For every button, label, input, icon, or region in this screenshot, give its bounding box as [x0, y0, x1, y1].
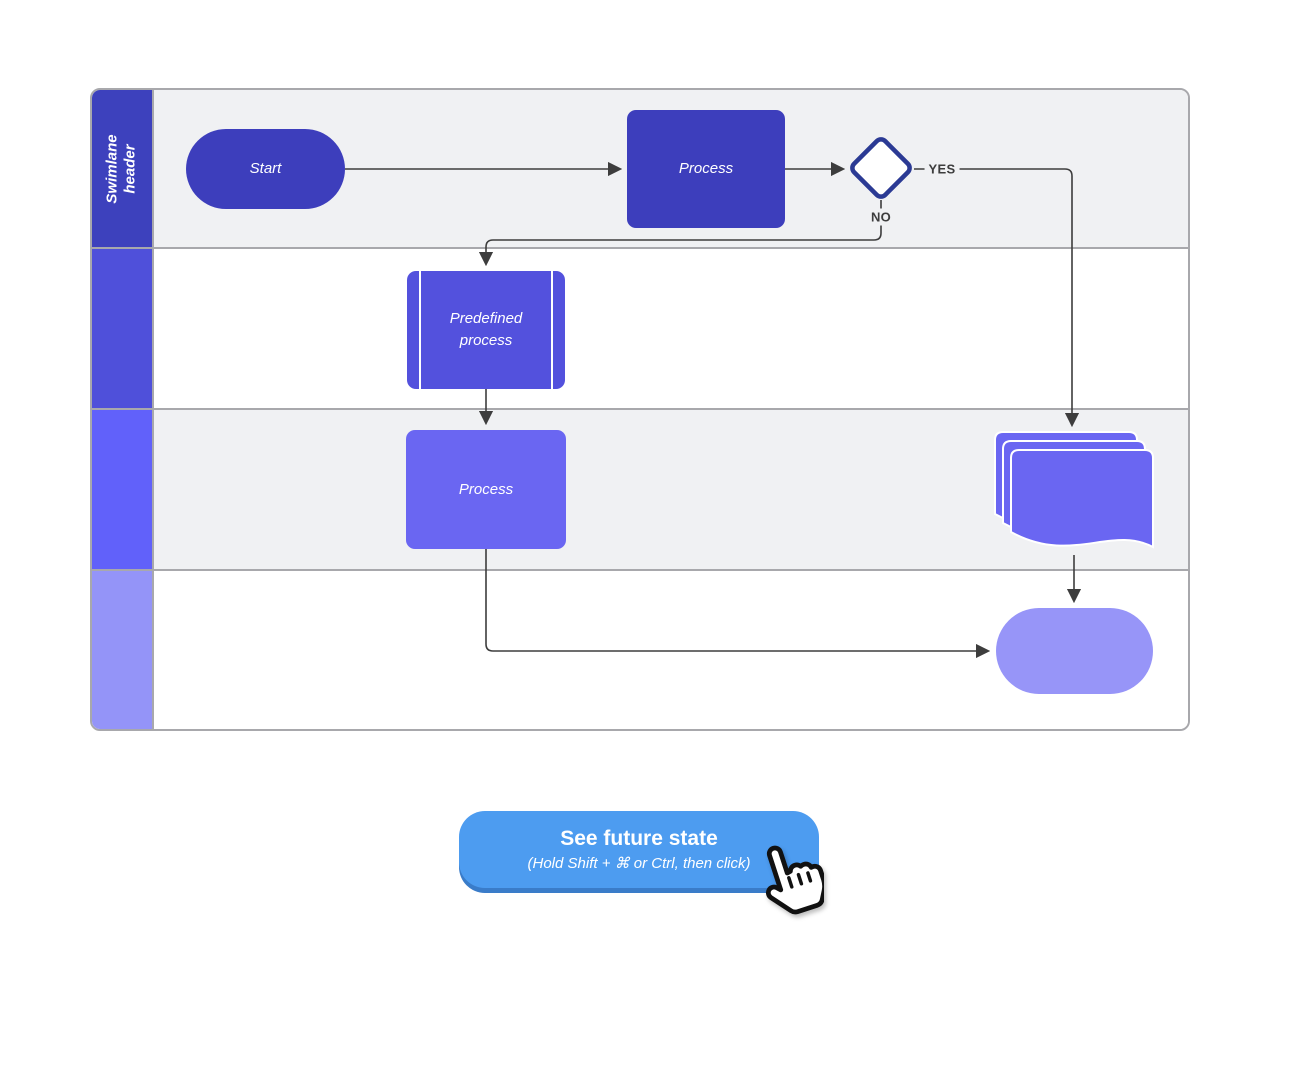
lane-3-header[interactable] — [92, 410, 154, 569]
predefined-process-node[interactable]: Predefined process — [407, 271, 565, 389]
lane-4-header[interactable] — [92, 571, 154, 729]
decision-diamond[interactable] — [850, 137, 912, 199]
see-future-state-button[interactable]: See future state (Hold Shift + ⌘ or Ctrl… — [459, 811, 819, 888]
process-node-2[interactable]: Process — [406, 430, 566, 549]
document-front — [1010, 449, 1154, 549]
button-title: See future state — [560, 827, 718, 850]
document-back — [994, 431, 1138, 531]
yes-edge-label: YES — [924, 160, 960, 178]
end-terminator-node[interactable] — [996, 608, 1153, 694]
multi-document-shape[interactable] — [994, 431, 1154, 549]
start-label: Start — [249, 160, 282, 178]
lane-2-header[interactable] — [92, 249, 154, 408]
process-1-label: Process — [678, 160, 734, 178]
process-2-label: Process — [458, 480, 514, 498]
predefined-process-label: Predefined process — [449, 310, 523, 349]
button-subtitle: (Hold Shift + ⌘ or Ctrl, then click) — [527, 855, 751, 872]
edge-process2-end — [485, 549, 991, 659]
edge-decision-yes — [914, 168, 1080, 428]
start-node[interactable]: Start — [186, 129, 345, 209]
no-edge-label: NO — [866, 208, 896, 226]
flowchart-overlay: Start Process Predefined process Process… — [90, 88, 1190, 731]
process-node-1[interactable]: Process — [627, 110, 785, 228]
document-middle — [1002, 440, 1146, 540]
lane-1-header[interactable]: Swimlane header — [92, 90, 154, 247]
